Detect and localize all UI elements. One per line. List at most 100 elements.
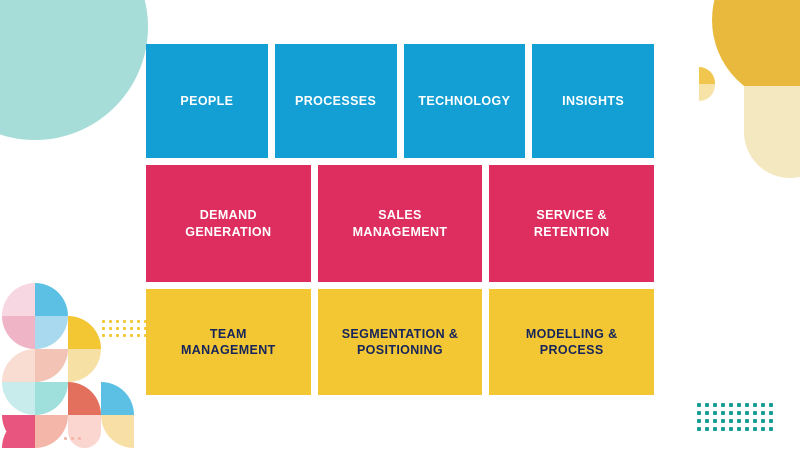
dot bbox=[102, 327, 105, 330]
mosaic-tile bbox=[35, 316, 68, 349]
card-service-retention-label: SERVICE & RETENTION bbox=[533, 208, 610, 239]
mosaic-tile bbox=[68, 316, 101, 349]
dot bbox=[697, 403, 701, 407]
dot bbox=[713, 419, 717, 423]
teal-dot-matrix-decoration bbox=[697, 403, 773, 431]
dot bbox=[713, 411, 717, 415]
dot bbox=[109, 320, 112, 323]
dot bbox=[753, 427, 757, 431]
dot bbox=[137, 327, 140, 330]
dot bbox=[769, 419, 773, 423]
dot bbox=[64, 437, 67, 440]
mosaic-tile bbox=[68, 349, 101, 382]
dot bbox=[697, 419, 701, 423]
yellow-dot-matrix-upper bbox=[102, 320, 147, 337]
dot bbox=[144, 320, 147, 323]
dot bbox=[761, 403, 765, 407]
mosaic-tile bbox=[2, 382, 35, 415]
mosaic-tile bbox=[2, 349, 35, 382]
dot bbox=[713, 427, 717, 431]
dot bbox=[737, 419, 741, 423]
dot bbox=[116, 327, 119, 330]
dot bbox=[123, 334, 126, 337]
card-sales-management[interactable]: SALES MANAGEMENT bbox=[317, 165, 483, 282]
card-demand-generation[interactable]: DEMAND GENERATION bbox=[146, 165, 311, 282]
dot bbox=[109, 327, 112, 330]
leaf-shape-bottom-decoration bbox=[699, 84, 715, 101]
capabilities-row: PEOPLE PROCESSES TECHNOLOGY INSIGHTS bbox=[146, 44, 654, 158]
mosaic-tile bbox=[68, 415, 101, 448]
dot bbox=[737, 411, 741, 415]
dot bbox=[737, 427, 741, 431]
card-insights[interactable]: INSIGHTS bbox=[532, 44, 654, 158]
dot bbox=[71, 437, 74, 440]
card-team-management[interactable]: TEAM MANAGEMENT bbox=[146, 289, 311, 395]
mosaic-tile bbox=[101, 382, 134, 415]
dot bbox=[78, 437, 81, 440]
mosaic-tile bbox=[101, 415, 134, 448]
dot bbox=[697, 411, 701, 415]
dot bbox=[137, 334, 140, 337]
dot bbox=[753, 419, 757, 423]
card-team-management-label: TEAM MANAGEMENT bbox=[180, 326, 276, 358]
dot bbox=[729, 403, 733, 407]
dot bbox=[721, 411, 725, 415]
dot bbox=[745, 403, 749, 407]
card-sales-management-label: SALES MANAGEMENT bbox=[352, 208, 448, 239]
dot bbox=[144, 327, 147, 330]
mosaic-tile bbox=[35, 382, 68, 415]
leaf-shape-top-decoration bbox=[699, 67, 715, 84]
dot bbox=[721, 419, 725, 423]
mosaic-tile bbox=[35, 283, 68, 316]
dot bbox=[713, 403, 717, 407]
dot bbox=[116, 320, 119, 323]
mosaic-tile bbox=[35, 349, 68, 382]
dot bbox=[697, 427, 701, 431]
dot bbox=[102, 334, 105, 337]
dot bbox=[745, 419, 749, 423]
yellow-circle-decoration bbox=[712, 0, 800, 104]
dot bbox=[721, 427, 725, 431]
dot bbox=[729, 427, 733, 431]
card-service-retention[interactable]: SERVICE & RETENTION bbox=[489, 165, 655, 282]
mosaic-tile bbox=[68, 382, 101, 415]
card-people-label: PEOPLE bbox=[180, 93, 234, 108]
card-demand-generation-label: DEMAND GENERATION bbox=[185, 208, 272, 239]
cream-quarter-circle-decoration bbox=[744, 86, 800, 178]
dot bbox=[705, 411, 709, 415]
capability-matrix: PEOPLE PROCESSES TECHNOLOGY INSIGHTS DEMAND … bbox=[146, 44, 655, 395]
dot bbox=[705, 427, 709, 431]
dot bbox=[144, 334, 147, 337]
card-people[interactable]: PEOPLE bbox=[146, 44, 268, 158]
card-insights-label: INSIGHTS bbox=[562, 93, 625, 108]
dot bbox=[137, 320, 140, 323]
dot bbox=[761, 427, 765, 431]
card-modelling-process-label: MODELLING & PROCESS bbox=[525, 326, 618, 358]
yellow-dot-matrix-lower bbox=[64, 437, 81, 440]
card-modelling-process[interactable]: MODELLING & PROCESS bbox=[489, 289, 655, 395]
dot bbox=[729, 411, 733, 415]
teal-circle-decoration bbox=[0, 0, 148, 140]
card-segmentation-positioning-label: SEGMENTATION & POSITIONING bbox=[341, 326, 459, 358]
dot bbox=[745, 411, 749, 415]
mosaic-tile bbox=[2, 316, 35, 349]
mosaic-tile bbox=[2, 283, 35, 316]
dot bbox=[769, 427, 773, 431]
mosaic-tile bbox=[35, 415, 68, 448]
card-technology[interactable]: TECHNOLOGY bbox=[403, 44, 526, 158]
card-processes[interactable]: PROCESSES bbox=[274, 44, 397, 158]
dot bbox=[769, 403, 773, 407]
dot bbox=[123, 327, 126, 330]
dot bbox=[109, 334, 112, 337]
card-segmentation-positioning[interactable]: SEGMENTATION & POSITIONING bbox=[317, 289, 483, 395]
dot bbox=[130, 320, 133, 323]
dot bbox=[102, 320, 105, 323]
card-processes-label: PROCESSES bbox=[295, 93, 377, 108]
dot bbox=[130, 327, 133, 330]
dot bbox=[769, 411, 773, 415]
disciplines-row: TEAM MANAGEMENT SEGMENTATION & POSITIONIN… bbox=[146, 289, 655, 395]
functions-row: DEMAND GENERATION SALES MANAGEMENT SERVICE… bbox=[146, 165, 655, 282]
dot bbox=[753, 411, 757, 415]
dot bbox=[123, 320, 126, 323]
